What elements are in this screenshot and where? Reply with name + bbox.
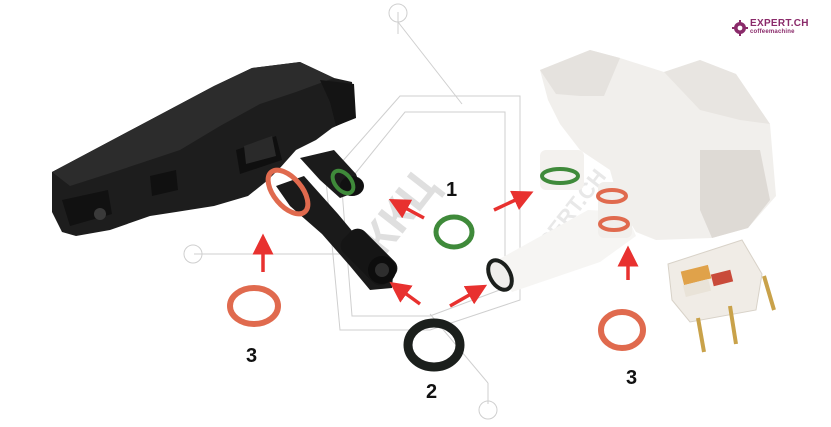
label-3-left: 3 xyxy=(246,345,258,367)
arrow-to-black-from-1 xyxy=(388,199,425,220)
label-1: 1 xyxy=(446,179,458,201)
logo-subtitle: coffeemachine xyxy=(750,29,795,35)
black-housing xyxy=(52,62,398,290)
brand-logo: EXPERT.CH coffeemachine xyxy=(732,18,824,40)
oring-red-3-left xyxy=(227,285,281,327)
watermark xyxy=(183,3,521,420)
arrow-to-white-from-2 xyxy=(449,284,488,308)
logo-gear-icon xyxy=(732,20,748,36)
white-block xyxy=(486,50,776,292)
label-2: 2 xyxy=(426,381,438,403)
label-3-right: 3 xyxy=(626,367,638,389)
oring-red-3-right xyxy=(598,309,646,351)
logo-title: EXPERT.CH xyxy=(750,18,809,29)
micro-switch xyxy=(667,239,776,353)
arrow-to-black-from-2 xyxy=(389,281,422,306)
oring-green-1 xyxy=(433,214,475,250)
arrow-to-white-from-1 xyxy=(493,190,534,212)
oring-black-2 xyxy=(403,318,465,372)
arrows xyxy=(252,190,639,308)
